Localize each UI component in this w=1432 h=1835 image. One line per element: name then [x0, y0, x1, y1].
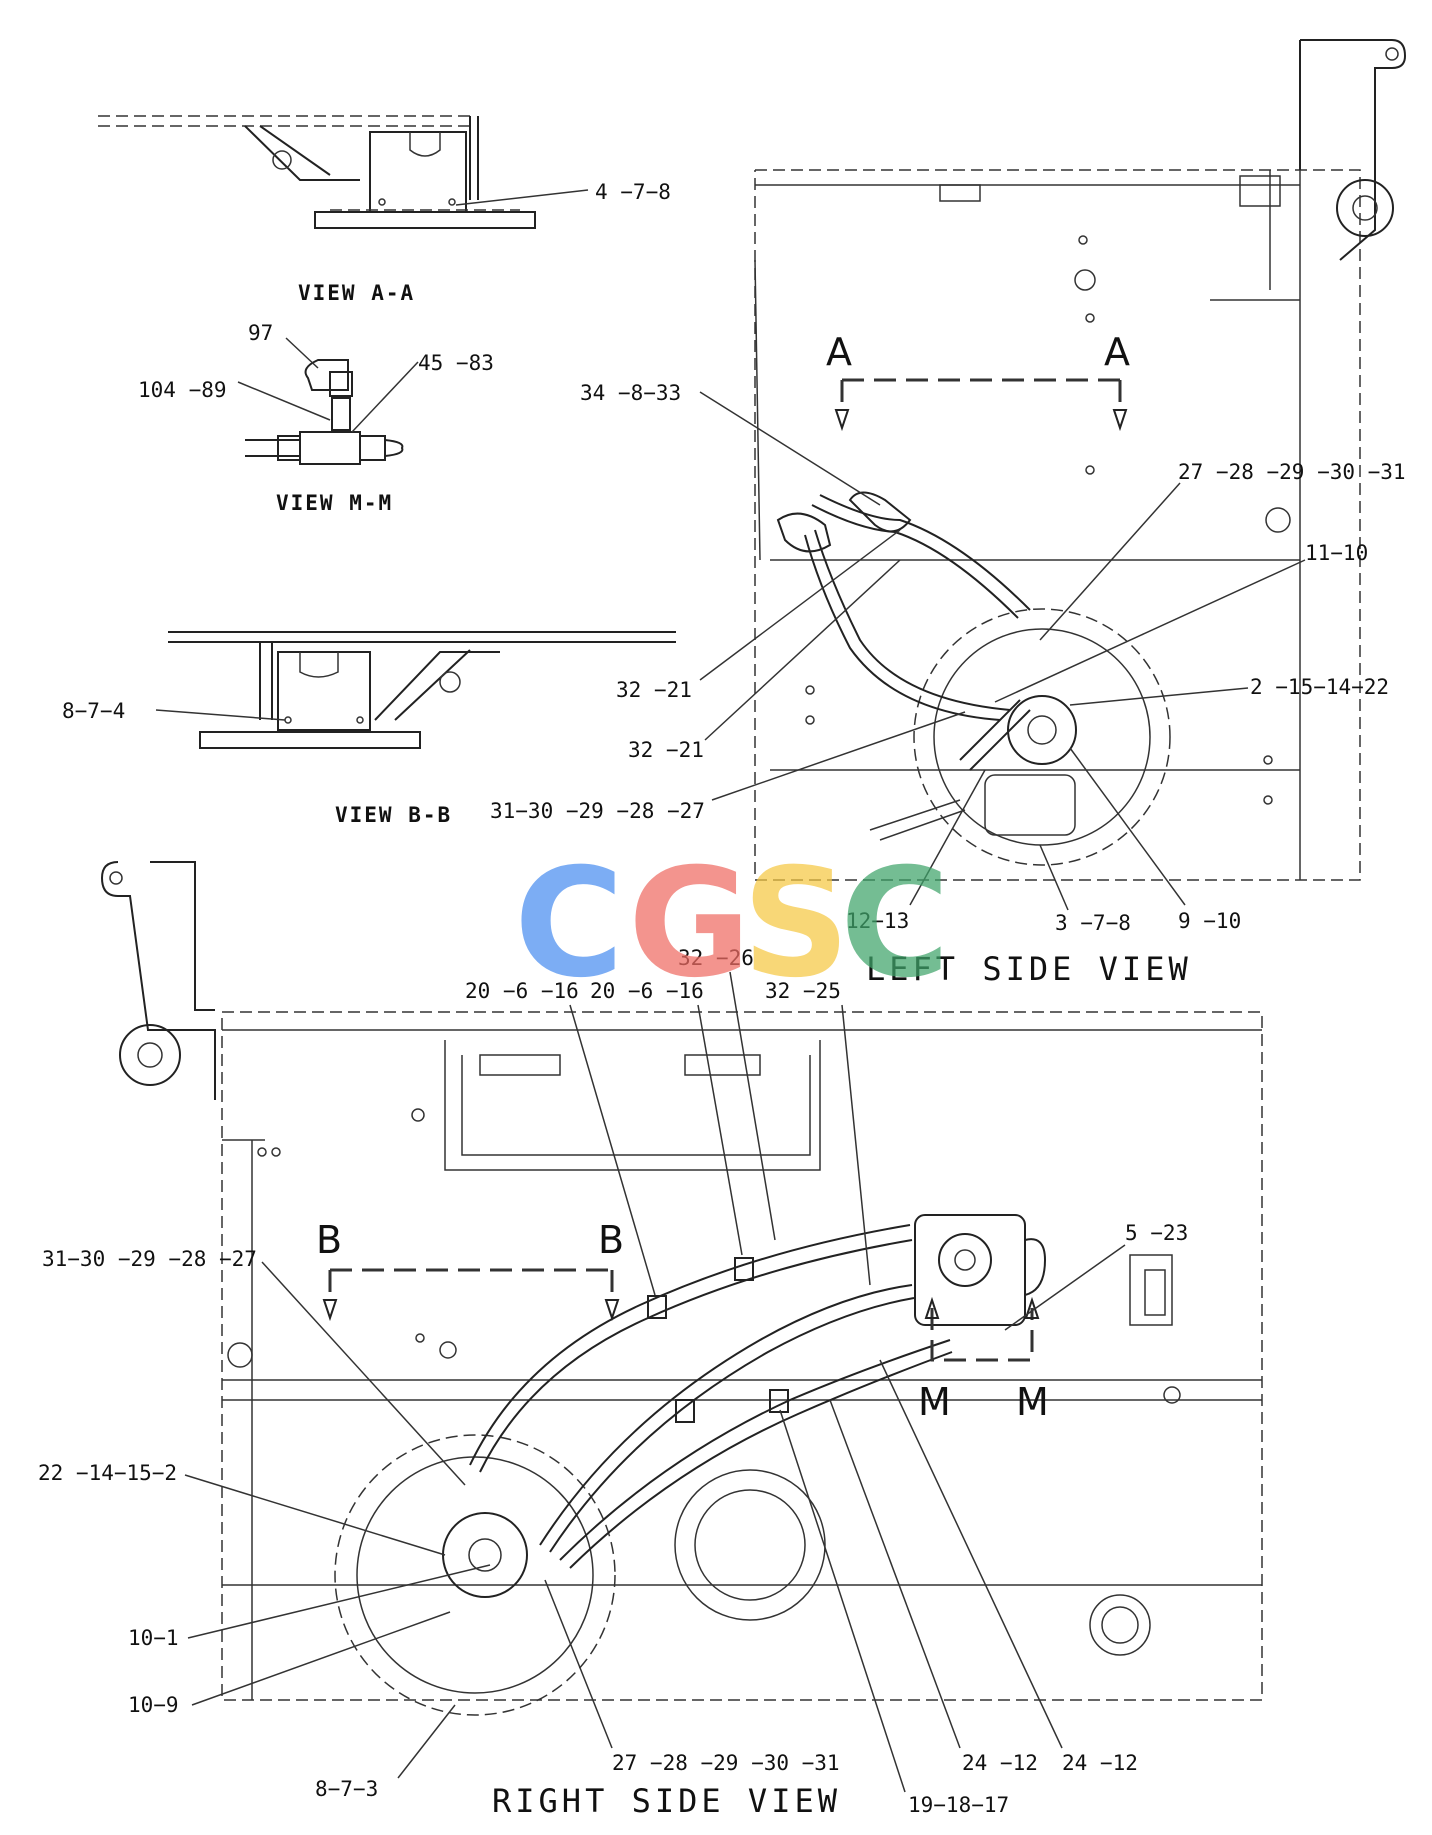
callout-10-9: 10−9 — [128, 1693, 179, 1717]
watermark-letter-c1: C — [514, 837, 624, 1011]
leader-2-15-14-22 — [1069, 687, 1249, 706]
leader-45-83 — [351, 361, 419, 433]
leader-32-21-a — [699, 529, 901, 681]
watermark-letter-g: G — [628, 837, 751, 1011]
leader-20-6-16-a — [569, 1004, 656, 1296]
view-bb-drawing — [168, 631, 676, 749]
callout-12-13: 12−13 — [846, 909, 909, 933]
callout-24-12-b: 24 −12 — [1062, 1751, 1138, 1775]
view-aa-title: VIEW A-A — [298, 281, 415, 305]
leader-10-9 — [191, 1611, 451, 1706]
callout-34-8-33: 34 −8−33 — [580, 381, 681, 405]
leader-9-10 — [1069, 747, 1186, 906]
leader-19-18-17 — [779, 1409, 906, 1793]
leader-22-14-15-2 — [184, 1474, 446, 1556]
leader-4-7-8 — [455, 189, 589, 206]
left-side-view-drawing — [754, 39, 1407, 881]
leader-27-31-bottom — [544, 1579, 613, 1749]
callout-2-15-14-22: 2 −15−14−22 — [1250, 675, 1389, 699]
right-side-view-title: RIGHT SIDE VIEW — [492, 1782, 841, 1820]
cgsc-watermark: C G S C — [514, 837, 950, 1011]
callout-8-7-3: 8−7−3 — [315, 1777, 378, 1801]
callout-32-21-a: 32 −21 — [616, 678, 692, 702]
watermark-letter-s: S — [742, 837, 850, 1011]
leader-31-27-left — [711, 711, 966, 801]
leader-24-12-b — [879, 1359, 1063, 1749]
callout-32-25: 32 −25 — [765, 979, 841, 1003]
callout-32-26: 32 −26 — [678, 946, 754, 970]
view-mm-title: VIEW M-M — [276, 491, 393, 515]
leader-5-23 — [1004, 1244, 1126, 1331]
right-side-view-drawing — [100, 861, 1263, 1716]
view-mm-drawing — [245, 359, 404, 465]
left-side-view-title: LEFT SIDE VIEW — [866, 950, 1192, 988]
callout-5-23: 5 −23 — [1125, 1221, 1188, 1245]
callout-24-12-a: 24 −12 — [962, 1751, 1038, 1775]
view-bb-title: VIEW B-B — [335, 803, 452, 827]
callout-31-27-right: 31−30 −29 −28 −27 — [42, 1247, 257, 1271]
leader-10-1 — [187, 1564, 491, 1639]
leader-104-89 — [237, 381, 331, 421]
callout-20-6-16-a: 20 −6 −16 — [465, 979, 579, 1003]
callout-104-89: 104 −89 — [138, 378, 227, 402]
callout-10-1: 10−1 — [128, 1626, 179, 1650]
leader-8-7-3 — [397, 1704, 456, 1779]
section-letter-b-left: B — [316, 1218, 342, 1262]
leader-3-7-8 — [1039, 844, 1069, 911]
callout-20-6-16-b: 20 −6 −16 — [590, 979, 704, 1003]
leader-34-8-33 — [699, 391, 881, 506]
leader-32-21-b — [704, 559, 901, 741]
section-letter-a-left: A — [826, 330, 852, 374]
leader-24-12-a — [829, 1399, 961, 1749]
callout-97: 97 — [248, 321, 273, 345]
callout-4-7-8: 4 −7−8 — [595, 180, 671, 204]
callout-22-14-15-2: 22 −14−15−2 — [38, 1461, 177, 1485]
callout-27-31-bottom: 27 −28 −29 −30 −31 — [612, 1751, 840, 1775]
callout-3-7-8: 3 −7−8 — [1055, 911, 1131, 935]
view-aa-drawing — [98, 115, 536, 229]
leader-32-26 — [729, 971, 776, 1241]
leader-12-13 — [909, 769, 986, 906]
callout-19-18-17: 19−18−17 — [908, 1793, 1009, 1817]
callout-11-10: 11−10 — [1305, 541, 1368, 565]
callout-31-27-left: 31−30 −29 −28 −27 — [490, 799, 705, 823]
callout-45-83: 45 −83 — [418, 351, 494, 375]
callout-27-31-top: 27 −28 −29 −30 −31 — [1178, 460, 1406, 484]
section-letter-m-left: M — [918, 1380, 951, 1424]
callout-32-21-b: 32 −21 — [628, 738, 704, 762]
section-letter-b-right: B — [598, 1218, 624, 1262]
leader-27-31-top — [1039, 482, 1181, 641]
leader-11-10 — [994, 559, 1306, 703]
leader-31-27-right — [261, 1261, 466, 1486]
leader-97 — [285, 337, 319, 369]
section-letter-m-right: M — [1016, 1380, 1049, 1424]
leader-32-25 — [841, 1004, 871, 1286]
section-letter-a-right: A — [1104, 330, 1130, 374]
leader-8-7-4 — [155, 709, 286, 721]
leader-20-6-16-b — [697, 1004, 743, 1256]
callout-9-10: 9 −10 — [1178, 909, 1241, 933]
watermark-letter-c2: C — [840, 837, 950, 1011]
callout-8-7-4: 8−7−4 — [62, 699, 125, 723]
